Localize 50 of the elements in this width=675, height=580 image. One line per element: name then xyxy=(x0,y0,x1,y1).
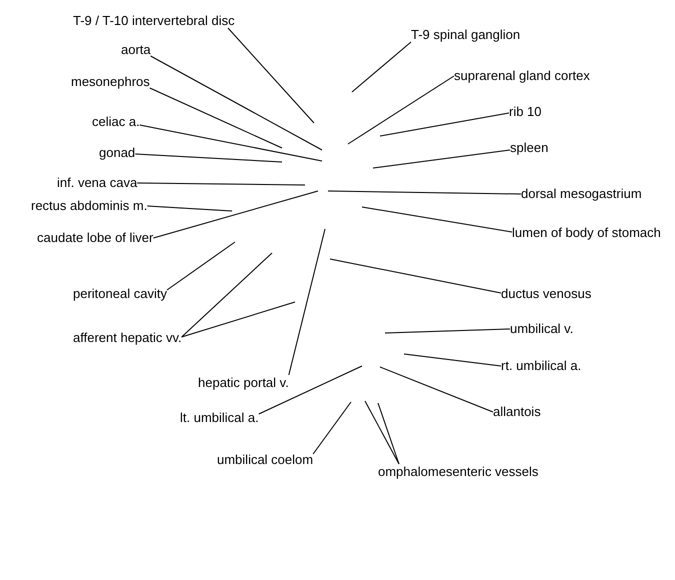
leader-line xyxy=(404,354,502,366)
leader-line xyxy=(378,402,400,464)
leader-line xyxy=(288,228,326,376)
structure-label: umbilical coelom xyxy=(217,452,314,467)
leader-line xyxy=(362,206,512,232)
structure-label: gonad xyxy=(99,145,136,160)
leader-line xyxy=(139,124,322,162)
leader-line xyxy=(181,252,272,338)
structure-label: dorsal mesogastrium xyxy=(521,186,642,201)
structure-label: omphalomesenteric vessels xyxy=(378,464,538,479)
structure-label: rt. umbilical a. xyxy=(501,358,582,373)
leader-line xyxy=(364,400,400,464)
structure-label: suprarenal gland cortex xyxy=(454,68,590,83)
structure-label: inf. vena cava xyxy=(57,175,138,190)
leader-line xyxy=(330,258,502,294)
structure-label: rib 10 xyxy=(509,104,542,119)
structure-label: aorta xyxy=(121,42,151,57)
structure-label: ductus venosus xyxy=(501,286,592,301)
leader-line xyxy=(149,88,282,148)
leader-line xyxy=(150,56,322,150)
structure-label: hepatic portal v. xyxy=(198,375,289,390)
leader-line xyxy=(181,302,296,338)
leader-line xyxy=(328,190,522,194)
structure-label: celiac a. xyxy=(92,114,140,129)
structure-label: lumen of body of stomach xyxy=(512,225,661,240)
leader-line xyxy=(380,366,494,412)
structure-label: T-9 spinal ganglion xyxy=(411,27,520,42)
leader-line xyxy=(352,42,412,92)
leader-line xyxy=(166,242,236,290)
structure-label: peritoneal cavity xyxy=(73,286,167,301)
structure-label: umbilical v. xyxy=(510,321,574,336)
leader-line xyxy=(228,28,314,124)
leader-line xyxy=(152,190,318,238)
leader-line xyxy=(380,112,510,136)
structure-label: caudate lobe of liver xyxy=(37,230,154,245)
leader-line xyxy=(312,402,352,454)
leader-line xyxy=(348,76,454,144)
structure-label: lt. umbilical a. xyxy=(180,410,259,425)
structure-label: spleen xyxy=(510,140,548,155)
structure-label: rectus abdominis m. xyxy=(31,198,148,213)
structure-label: T-9 / T-10 intervertebral disc xyxy=(73,13,235,28)
leader-line xyxy=(258,366,362,414)
leader-line xyxy=(136,182,306,186)
leader-line xyxy=(146,206,232,212)
structure-label: allantois xyxy=(493,404,541,419)
structure-label: afferent hepatic vv. xyxy=(73,330,182,345)
leader-line xyxy=(372,150,510,168)
structure-label: mesonephros xyxy=(71,74,150,89)
leader-line xyxy=(134,154,282,162)
leader-line xyxy=(384,328,510,334)
